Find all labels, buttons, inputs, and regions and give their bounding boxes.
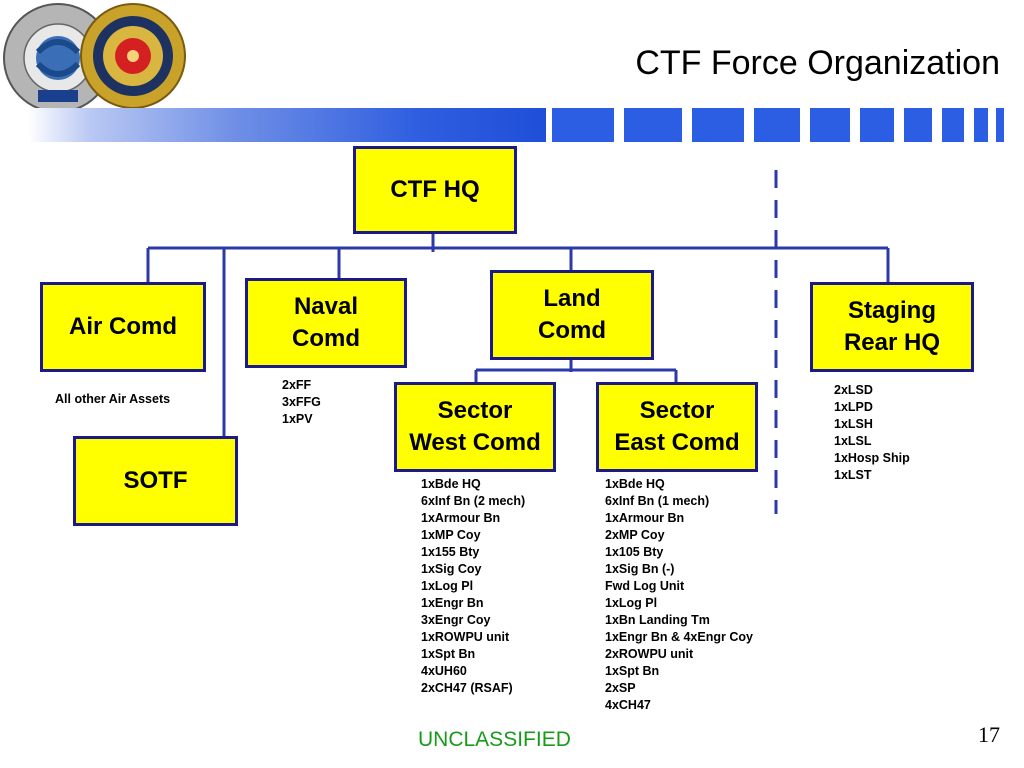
banner-segment (552, 108, 614, 142)
list-item: 2xSP (605, 681, 636, 695)
list-item: 1xSig Coy (421, 562, 482, 576)
list-item: 1xLog Pl (421, 579, 474, 593)
list-item: 1xBde HQ (421, 477, 481, 491)
list-item: 2xFF (282, 378, 312, 392)
list-item: 1xLSH (834, 417, 873, 431)
list-item: 1xSpt Bn (421, 647, 476, 661)
land-comd-box: Land Comd (490, 270, 654, 360)
list-item: 2xMP Coy (605, 528, 665, 542)
list-item: 6xInf Bn (1 mech) (605, 494, 710, 508)
list-item: 2xROWPU unit (605, 647, 694, 661)
naval-assets-list: 2xFF 3xFFG 1xPV (282, 377, 321, 428)
list-item: 4xUH60 (421, 664, 467, 678)
list-item: 1xMP Coy (421, 528, 481, 542)
banner-segment (754, 108, 800, 142)
air-comd-box: Air Comd (40, 282, 206, 372)
page-number: 17 (978, 722, 1000, 747)
banner-segment (860, 108, 894, 142)
list-item: 1xLSL (834, 434, 872, 448)
list-item: 4xCH47 (605, 698, 651, 712)
sector-west-assets-list: 1xBde HQ 6xInf Bn (2 mech) 1xArmour Bn 1… (421, 476, 525, 697)
list-item: 1xROWPU unit (421, 630, 510, 644)
list-item: 1xLPD (834, 400, 873, 414)
banner-segment (996, 108, 1004, 142)
ctf-hq-box: CTF HQ (353, 146, 517, 234)
banner-segment (904, 108, 932, 142)
list-item: 2xCH47 (RSAF) (421, 681, 513, 695)
list-item: 1xArmour Bn (605, 511, 685, 525)
list-item: 1xSpt Bn (605, 664, 660, 678)
banner-segment (974, 108, 988, 142)
staging-rear-hq-box: Staging Rear HQ (810, 282, 974, 372)
list-item: 1xBn Landing Tm (605, 613, 710, 627)
list-item: Fwd Log Unit (605, 579, 685, 593)
sector-east-comd-box: Sector East Comd (596, 382, 758, 472)
sector-west-comd-box: Sector West Comd (394, 382, 556, 472)
list-item: 1xBde HQ (605, 477, 665, 491)
list-item: 1x105 Bty (605, 545, 664, 559)
list-item: 2xLSD (834, 383, 873, 397)
list-item: 1xLST (834, 468, 872, 482)
singapore-crest-logo (78, 0, 188, 112)
page-title: CTF Force Organization (635, 44, 1000, 82)
classification-label: UNCLASSIFIED (418, 728, 571, 751)
sector-east-assets-list: 1xBde HQ 6xInf Bn (1 mech) 1xArmour Bn 2… (605, 476, 753, 714)
list-item: 1xEngr Bn (421, 596, 484, 610)
list-item: 1xArmour Bn (421, 511, 501, 525)
list-item: 3xEngr Coy (421, 613, 491, 627)
sotf-box: SOTF (73, 436, 238, 526)
list-item: 3xFFG (282, 395, 321, 409)
naval-comd-box: Naval Comd (245, 278, 407, 368)
banner-segment (942, 108, 964, 142)
list-item: 1xPV (282, 412, 313, 426)
list-item: 1xEngr Bn & 4xEngr Coy (605, 630, 753, 644)
air-assets-note: All other Air Assets (55, 392, 171, 406)
list-item: 6xInf Bn (2 mech) (421, 494, 526, 508)
staging-assets-list: 2xLSD 1xLPD 1xLSH 1xLSL 1xHosp Ship 1xLS… (834, 382, 910, 484)
banner-segment (692, 108, 744, 142)
list-item: 1x155 Bty (421, 545, 480, 559)
banner-segment (624, 108, 682, 142)
list-item: 1xHosp Ship (834, 451, 910, 465)
header-banner (28, 108, 546, 142)
list-item: 1xSig Bn (-) (605, 562, 675, 576)
banner-segment (810, 108, 850, 142)
list-item: 1xLog Pl (605, 596, 658, 610)
